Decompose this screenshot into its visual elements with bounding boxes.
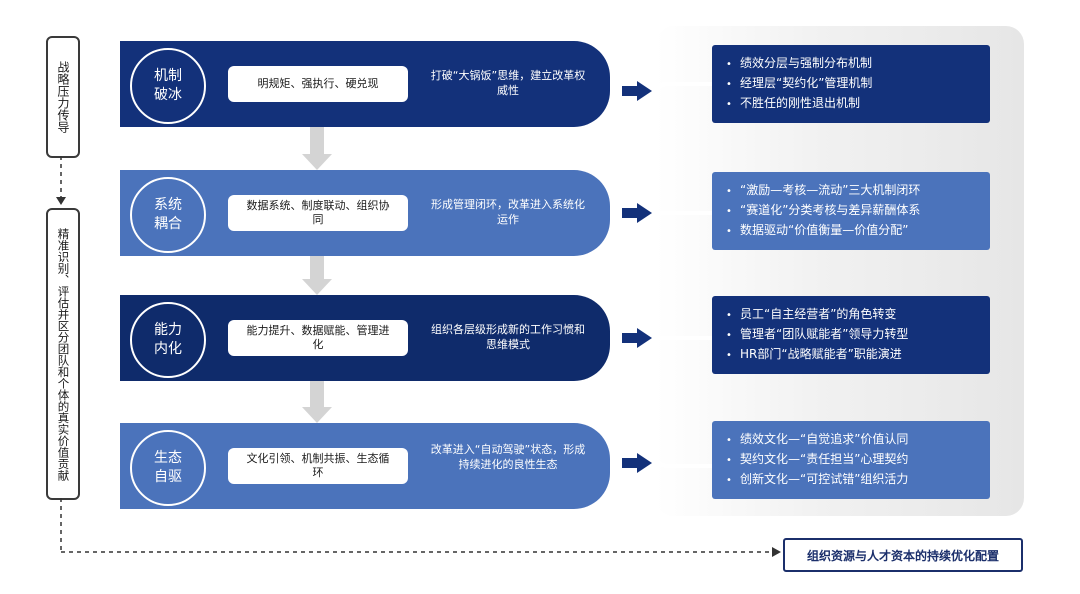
final-outcome-text: 组织资源与人才资本的持续优化配置 [806,548,999,563]
panel-2-item: •“赛道化”分类考核与差异薪酬体系 [726,200,990,220]
panel-2-item: •数据驱动“价值衡量—价值分配” [726,220,990,240]
panel-3-item: •员工“自主经营者”的角色转变 [726,304,990,324]
bullet-dot: • [726,455,732,466]
bullet-dot: • [726,226,732,237]
panel-4-item: •契约文化—“责任担当”心理契约 [726,449,990,469]
stage-note-2: 形成管理闭环，改革进入系统化运作 [431,198,585,226]
panel-2-item: •“激励—考核—流动”三大机制闭环 [726,180,990,200]
stage-pill-4-text: 文化引领、机制共振、生态循环 [246,452,390,479]
stage-pill-4: 文化引领、机制共振、生态循环 [228,448,408,484]
panel-1-item: •绩效分层与强制分布机制 [726,53,990,73]
white-connector-bracket [654,82,712,468]
bullet-dot: • [726,59,732,70]
panel-3-item: •管理者“团队赋能者”领导力转型 [726,324,990,344]
stage-circle-3-text: 能力内化 [154,322,182,357]
down-arrow-2 [302,256,332,295]
stage-circle-2-text: 系统耦合 [154,197,182,232]
bullet-dot: • [726,206,732,217]
stage-pill-3-text: 能力提升、数据赋能、管理进化 [246,324,390,351]
stage-circle-3: 能力内化 [130,302,206,378]
bullet-dot: • [726,350,732,361]
stage-note-3: 组织各层级形成新的工作习惯和思维模式 [431,323,585,351]
result-panel-4: •绩效文化—“自觉追求”价值认同 •契约文化—“责任担当”心理契约 •创新文化—… [712,421,990,499]
stage-circle-1-text: 机制破冰 [154,68,182,103]
down-arrow-1 [302,127,332,170]
stage-pill-3: 能力提升、数据赋能、管理进化 [228,320,408,356]
dashed-arrowhead-down [56,197,66,205]
bullet-dot: • [726,186,732,197]
label-value-contribution: 精准识别、评估并区分团队和个体的真实价值贡献 [46,208,80,500]
label-value-contribution-text: 精准识别、评估并区分团队和个体的真实价值贡献 [56,227,71,481]
stage-note-4: 改革进入“自动驾驶”状态，形成持续进化的良性生态 [430,443,586,471]
right-arrow-4 [622,453,652,473]
panel-4-item: •创新文化—“可控试错”组织活力 [726,469,990,489]
stage-pill-1: 明规矩、强执行、硬兑现 [228,66,408,102]
bullet-dot: • [726,310,732,321]
panel-4-item: •绩效文化—“自觉追求”价值认同 [726,429,990,449]
final-outcome-box: 组织资源与人才资本的持续优化配置 [783,538,1023,572]
stage-circle-4: 生态自驱 [130,430,206,506]
panel-1-item: •经理层“契约化”管理机制 [726,73,990,93]
dashed-arrowhead-right [772,547,781,557]
bullet-dot: • [726,330,732,341]
result-panel-2: •“激励—考核—流动”三大机制闭环 •“赛道化”分类考核与差异薪酬体系 •数据驱… [712,172,990,250]
right-arrow-2 [622,203,652,223]
right-arrow-1 [622,81,652,101]
right-arrow-3 [622,328,652,348]
panel-3-item: •HR部门“战略赋能者”职能演进 [726,344,990,364]
stage-pill-2: 数据系统、制度联动、组织协同 [228,195,408,231]
bullet-dot: • [726,79,732,90]
stage-pill-1-text: 明规矩、强执行、硬兑现 [257,77,379,90]
result-panel-3: •员工“自主经营者”的角色转变 •管理者“团队赋能者”领导力转型 •HR部门“战… [712,296,990,374]
bullet-dot: • [726,99,732,110]
result-panel-1: •绩效分层与强制分布机制 •经理层“契约化”管理机制 •不胜任的刚性退出机制 [712,45,990,123]
stage-circle-4-text: 生态自驱 [154,450,182,485]
label-strategic-pressure: 战略压力传导 [46,36,80,158]
stage-note-1: 打破“大锅饭”思维，建立改革权威性 [430,69,586,97]
down-arrow-3 [302,381,332,423]
bullet-dot: • [726,475,732,486]
stage-circle-2: 系统耦合 [130,177,206,253]
stage-circle-1: 机制破冰 [130,48,206,124]
bullet-dot: • [726,435,732,446]
stage-pill-2-text: 数据系统、制度联动、组织协同 [246,199,390,226]
label-strategic-pressure-text: 战略压力传导 [56,61,70,133]
panel-1-item: •不胜任的刚性退出机制 [726,93,990,113]
